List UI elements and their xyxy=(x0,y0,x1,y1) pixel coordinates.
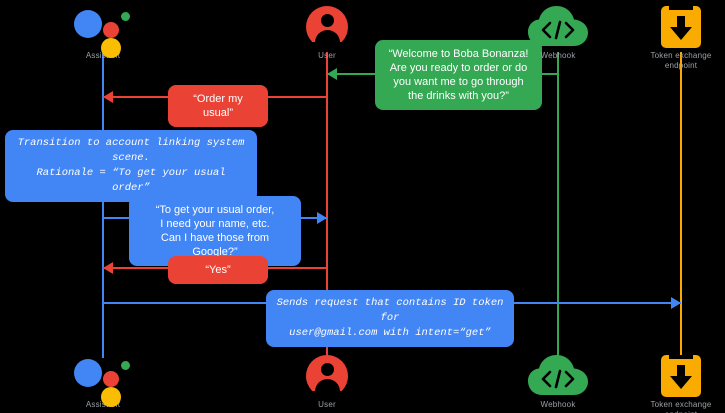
user-mask-shape xyxy=(306,391,348,399)
google-assistant-icon xyxy=(43,351,163,407)
actor-user-top[interactable]: User xyxy=(267,2,387,61)
note-transition-system-scene: Transition to account linking system sce… xyxy=(5,130,257,202)
actor-token-endpoint-top[interactable]: Token exchange endpoint xyxy=(621,2,725,71)
download-arrow-svg xyxy=(670,365,692,389)
actor-label-user: User xyxy=(318,400,336,409)
bubble-need-your-name: “To get your usual order, I need your na… xyxy=(129,196,301,266)
lifeline-webhook xyxy=(557,52,559,358)
bubble-welcome: “Welcome to Boba Bonanza! Are you ready … xyxy=(375,40,542,110)
actor-webhook-top[interactable]: Webhook xyxy=(498,2,618,61)
bubble-sends-request: Sends request that contains ID token for… xyxy=(266,290,514,347)
actor-label-webhook: Webhook xyxy=(540,51,576,60)
token-notch-shape xyxy=(669,355,693,359)
assistant-yellow-dot xyxy=(101,38,121,58)
assistant-red-dot xyxy=(103,371,119,387)
lifeline-assistant xyxy=(102,52,104,358)
arrow-head-yes xyxy=(103,262,113,274)
cloud-code-svg xyxy=(528,6,588,46)
assistant-red-dot xyxy=(103,22,119,38)
user-head-shape xyxy=(321,14,334,27)
actor-user-bottom[interactable]: User xyxy=(267,351,387,410)
assistant-blue-dot xyxy=(74,359,102,387)
actor-label-webhook: Webhook xyxy=(540,400,576,409)
user-avatar-icon xyxy=(267,351,387,399)
cloud-code-svg xyxy=(528,355,588,395)
actor-label-token-endpoint: Token exchange endpoint xyxy=(650,400,712,413)
arrow-head-welcome xyxy=(327,68,337,80)
token-notch-shape xyxy=(669,6,693,10)
arrow-head-order-my-usual xyxy=(103,91,113,103)
actor-token-endpoint-bottom[interactable]: Token exchange endpoint xyxy=(621,351,725,413)
actor-label-user: User xyxy=(318,51,336,60)
bubble-yes: “Yes” xyxy=(168,256,268,284)
actor-label-assistant: Assistant xyxy=(85,51,121,60)
actor-assistant-bottom[interactable]: Assistant xyxy=(43,351,163,410)
assistant-blue-dot xyxy=(74,10,102,38)
arrow-head-need-your-name xyxy=(317,212,327,224)
lifeline-user xyxy=(326,52,328,358)
user-mask-shape xyxy=(306,42,348,50)
assistant-yellow-dot xyxy=(101,387,121,407)
download-box-icon xyxy=(621,2,725,48)
assistant-green-dot xyxy=(121,12,130,21)
actor-assistant-top[interactable]: Assistant xyxy=(43,2,163,61)
actor-label-token-endpoint: Token exchange endpoint xyxy=(650,51,712,70)
user-avatar-icon xyxy=(267,2,387,50)
user-head-shape xyxy=(321,363,334,376)
actor-webhook-bottom[interactable]: Webhook xyxy=(498,351,618,410)
cloud-code-icon xyxy=(498,2,618,48)
assistant-green-dot xyxy=(121,361,130,370)
lifeline-token-endpoint xyxy=(680,52,682,358)
cloud-code-icon xyxy=(498,351,618,397)
actor-label-assistant: Assistant xyxy=(85,400,121,409)
download-arrow-svg xyxy=(670,16,692,40)
arrow-head-sends-request xyxy=(671,297,681,309)
download-box-icon xyxy=(621,351,725,397)
bubble-order-my-usual: “Order my usual” xyxy=(168,85,268,127)
google-assistant-icon xyxy=(43,2,163,58)
